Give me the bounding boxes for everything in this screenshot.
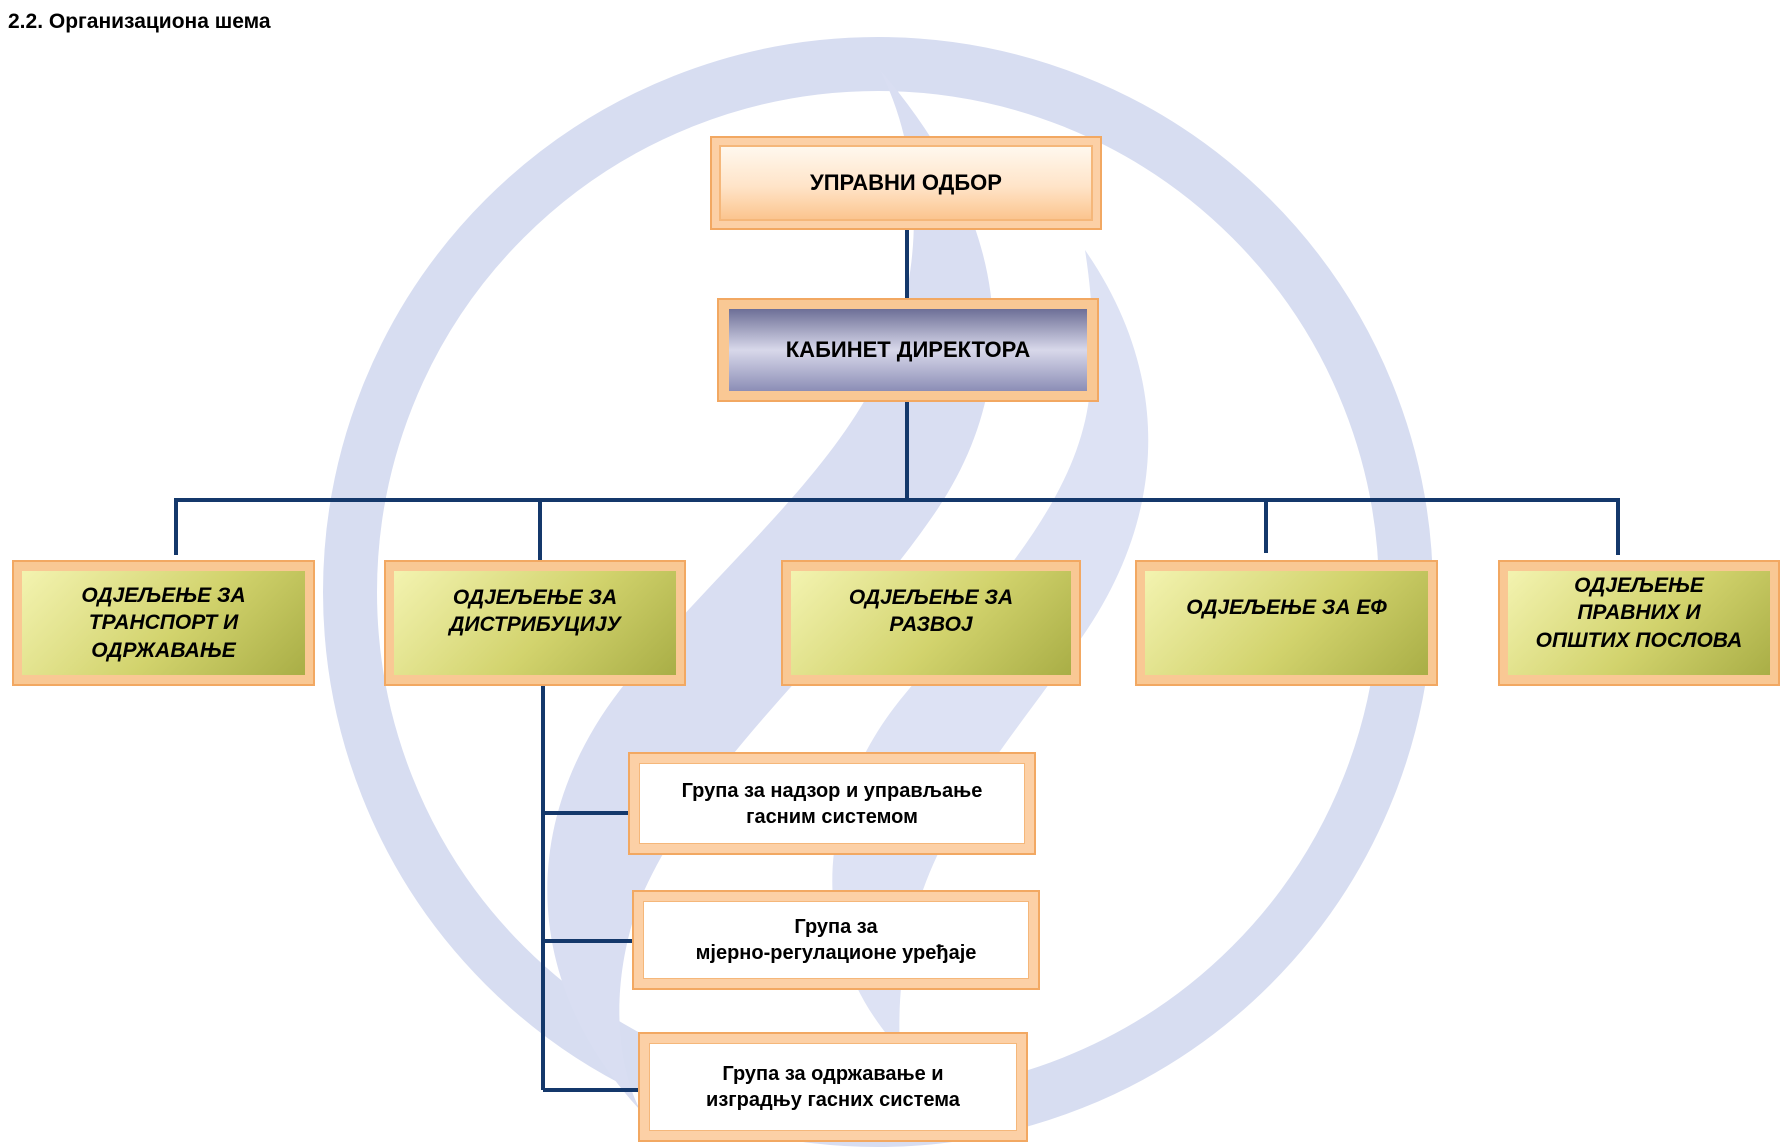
department-line: РАЗВОЈ — [889, 613, 973, 636]
department-ef: ОДЈЕЉЕЊЕ ЗА ЕФ — [1135, 560, 1438, 686]
group-line: гасним системом — [746, 805, 918, 828]
department-line: ОДЈЕЉЕЊЕ ЗА — [848, 585, 1014, 609]
group-supervision-management: Група за надзор и управљање гасним систе… — [628, 752, 1036, 855]
management-board-box: УПРАВНИ ОДБОР — [710, 136, 1102, 230]
director-cabinet-label: КАБИНЕТ ДИРЕКТОРА — [785, 336, 1031, 362]
department-line: ОДЈЕЉЕЊЕ — [1574, 574, 1704, 598]
department-development: ОДЈЕЉЕЊЕ ЗА РАЗВОЈ — [781, 560, 1081, 686]
group-measuring-regulating: Група за мјерно-регулационе уређаје — [632, 890, 1040, 990]
group-line: Група за — [794, 916, 878, 938]
department-line: ОДЈЕЉЕЊЕ ЗА — [81, 584, 246, 608]
management-board-label: УПРАВНИ ОДБОР — [810, 169, 1002, 195]
department-line: ОПШТИХ ПОСЛОВА — [1535, 628, 1743, 652]
group-line: мјерно-регулационе уређаје — [695, 942, 977, 964]
section-heading: 2.2. Организациона шема — [8, 10, 271, 33]
department-line: ТРАНСПОРТ И — [88, 611, 239, 635]
department-line: ОДЈЕЉЕЊЕ ЗА — [452, 585, 618, 609]
department-legal-general: ОДЈЕЉЕЊЕ ПРАВНИХ И ОПШТИХ ПОСЛОВА — [1498, 560, 1780, 686]
department-transport-maintenance: ОДЈЕЉЕЊЕ ЗА ТРАНСПОРТ И ОДРЖАВАЊЕ — [12, 560, 315, 686]
department-line: ДИСТРИБУЦИЈУ — [449, 613, 621, 636]
group-line: Група за надзор и управљање — [681, 779, 983, 802]
connector-department-bus — [174, 498, 1620, 555]
department-line: ПРАВНИХ И — [1577, 601, 1701, 625]
department-line: ОДРЖАВАЊЕ — [91, 638, 236, 662]
department-line: ОДЈЕЉЕЊЕ ЗА ЕФ — [1186, 596, 1387, 620]
group-maintenance-construction: Група за одржавање и изградњу гасних сис… — [638, 1032, 1028, 1142]
group-line: изградњу гасних система — [706, 1089, 960, 1111]
department-distribution: ОДЈЕЉЕЊЕ ЗА ДИСТРИБУЦИЈУ — [384, 560, 686, 686]
director-cabinet-box: КАБИНЕТ ДИРЕКТОРА — [717, 298, 1099, 402]
group-line: Група за одржавање и — [722, 1063, 944, 1085]
